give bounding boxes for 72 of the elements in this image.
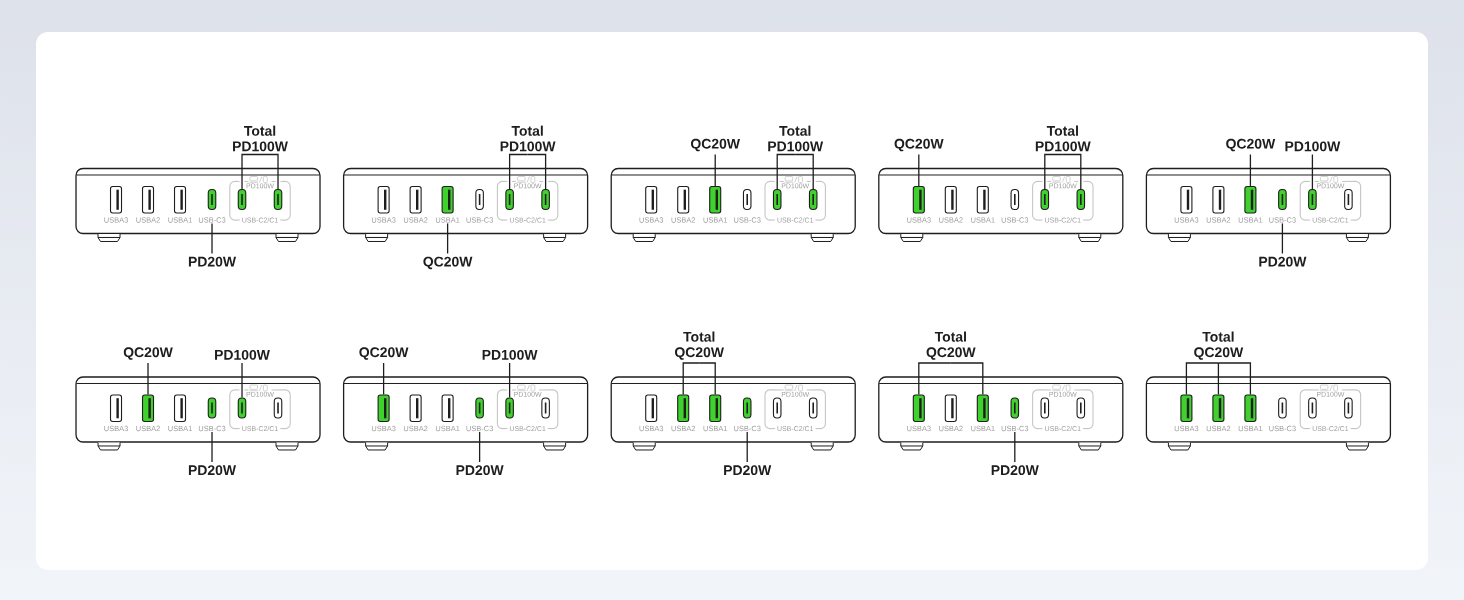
usb-c-port <box>772 397 782 419</box>
leader-line <box>682 362 700 396</box>
callout-label: Total QC20W <box>675 331 724 360</box>
leader-line <box>698 362 716 396</box>
leader-line <box>918 153 920 187</box>
usb-c-port <box>505 188 514 211</box>
leader-line <box>1281 222 1284 255</box>
usb-c-port <box>808 397 818 419</box>
callout-label: PD20W <box>456 465 504 476</box>
leader-line <box>382 362 385 396</box>
usb-c-port <box>808 188 818 211</box>
callout-label: QC20W <box>894 138 944 152</box>
leader-line <box>794 153 814 190</box>
usb-c-port <box>505 397 514 419</box>
leader-line <box>526 153 547 190</box>
callout-label: PD100W <box>215 349 270 360</box>
callout-label: Total QC20W <box>926 331 976 360</box>
usb-c-port <box>273 397 283 419</box>
callout-label: QC20W <box>123 347 173 360</box>
usb-c-port <box>1040 188 1050 211</box>
callout-label: PD20W <box>1259 256 1307 267</box>
leader-line <box>147 362 149 396</box>
usb-c-port <box>1308 397 1317 419</box>
usb-c-port <box>1344 188 1353 211</box>
leader-line <box>746 431 748 463</box>
callout-label: QC20W <box>423 256 473 270</box>
usb-c-port <box>1344 397 1353 419</box>
leader-line <box>1217 362 1220 396</box>
usb-c-port <box>1076 188 1086 211</box>
callout-label: PD20W <box>188 256 237 267</box>
callout-label: Total PD100W <box>768 125 824 152</box>
usb-c-port <box>541 188 550 211</box>
usb-c-port <box>1308 188 1317 211</box>
leader-line <box>1062 153 1082 190</box>
leader-line <box>1311 153 1314 190</box>
leader-line <box>918 362 952 396</box>
callout-label: Total PD100W <box>500 125 556 152</box>
leader-line <box>211 222 213 255</box>
callout-label: Total PD100W <box>1035 125 1091 152</box>
usb-c-port <box>273 188 283 211</box>
leader-line <box>950 362 984 396</box>
usb-c-port <box>541 397 550 419</box>
leader-line <box>1249 153 1252 187</box>
callout-label: PD20W <box>724 465 772 476</box>
callout-label: PD20W <box>188 465 237 476</box>
callout-label: PD100W <box>1285 141 1341 152</box>
callout-label: PD20W <box>991 465 1039 476</box>
leader-line <box>241 362 243 399</box>
leader-line <box>508 153 529 190</box>
leader-line <box>776 153 796 190</box>
leader-line <box>1014 431 1016 463</box>
callout-label: QC20W <box>691 138 740 152</box>
usb-c-port <box>1076 397 1086 419</box>
usb-c-port <box>772 188 782 211</box>
callout-label: Total QC20W <box>1194 331 1244 360</box>
callout-label: QC20W <box>359 347 409 360</box>
leader-line <box>1044 153 1064 190</box>
leader-line <box>259 153 279 190</box>
leader-line <box>1185 362 1220 396</box>
usb-c-port <box>1040 397 1050 419</box>
usb-c-port <box>237 188 247 211</box>
leader-line <box>508 362 511 399</box>
leader-line <box>478 431 481 463</box>
leader-line <box>211 431 213 463</box>
leader-line <box>714 153 716 187</box>
leader-line <box>446 222 449 255</box>
usb-c-port <box>237 397 247 419</box>
callout-label: PD100W <box>482 349 538 360</box>
callout-label: Total PD100W <box>233 125 288 152</box>
callout-label: QC20W <box>1226 138 1276 152</box>
leader-line <box>241 153 261 190</box>
leader-line <box>1217 362 1252 396</box>
